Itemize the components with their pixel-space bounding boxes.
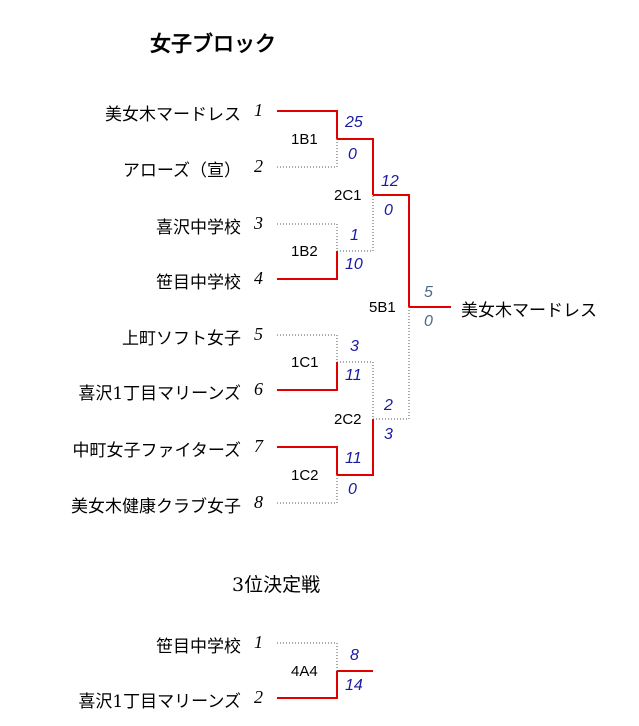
team-name-8: 美女木健康クラブ女子 <box>71 497 241 517</box>
team-seed-5: 5 <box>254 324 263 344</box>
line-1b1-out <box>337 138 374 195</box>
score-1b1-bottom: 0 <box>348 146 357 163</box>
line-team6 <box>277 362 338 391</box>
third-place-title: 3位決定戦 <box>232 574 321 596</box>
score-1c2-bottom: 0 <box>348 481 357 498</box>
score-4a4-top: 8 <box>350 647 359 664</box>
third-team-seed-1: 1 <box>254 632 263 652</box>
line-team4 <box>277 251 338 280</box>
line-third-team1 <box>277 642 338 671</box>
score-1c1-top: 3 <box>350 338 359 355</box>
team-seed-6: 6 <box>254 379 263 399</box>
score-2c2-bottom: 3 <box>384 426 393 443</box>
line-team5 <box>277 334 338 362</box>
team-seed-8: 8 <box>254 492 263 512</box>
team-name-5: 上町ソフト女子 <box>122 329 241 349</box>
score-2c1-top: 12 <box>381 173 399 190</box>
line-1c2-out <box>337 419 374 476</box>
score-4a4-bottom: 14 <box>345 677 363 694</box>
line-2c1-out <box>373 194 410 307</box>
team-name-3: 喜沢中学校 <box>156 218 241 238</box>
score-5b1-top: 5 <box>424 284 433 301</box>
line-2c2-out <box>373 307 410 420</box>
match-id-1c1: 1C1 <box>290 354 320 371</box>
third-team-seed-2: 2 <box>254 687 263 707</box>
team-name-7: 中町女子ファイターズ <box>72 441 241 461</box>
third-team-name-2: 喜沢1丁目マリーンズ <box>78 692 241 712</box>
score-5b1-bottom: 0 <box>424 313 433 330</box>
score-1b2-top: 1 <box>350 227 359 244</box>
team-name-1: 美女木マードレス <box>105 105 241 125</box>
score-2c2-top: 2 <box>384 397 393 414</box>
team-seed-4: 4 <box>254 268 263 288</box>
match-id-1b2: 1B2 <box>290 243 319 260</box>
line-1b2-out <box>337 195 374 252</box>
match-id-1c2: 1C2 <box>290 467 320 484</box>
line-team7 <box>277 446 338 475</box>
score-1c2-top: 11 <box>345 450 362 467</box>
block-title: 女子ブロック <box>150 31 276 56</box>
match-id-1b1: 1B1 <box>290 131 319 148</box>
team-seed-2: 2 <box>254 156 263 176</box>
third-team-name-1: 笹目中学校 <box>156 637 241 657</box>
score-2c1-bottom: 0 <box>384 202 393 219</box>
team-seed-1: 1 <box>254 100 263 120</box>
score-1b1-top: 25 <box>345 114 363 131</box>
team-seed-3: 3 <box>254 213 263 233</box>
team-name-6: 喜沢1丁目マリーンズ <box>78 384 241 404</box>
line-team2 <box>277 139 338 168</box>
match-id-5b1: 5B1 <box>368 299 397 316</box>
line-team8 <box>277 475 338 504</box>
line-team1 <box>277 110 338 139</box>
team-name-2: アローズ（宣） <box>122 161 241 181</box>
team-name-4: 笹目中学校 <box>156 273 241 293</box>
score-1c1-bottom: 11 <box>345 367 362 384</box>
match-id-4a4: 4A4 <box>290 663 319 680</box>
match-id-2c2: 2C2 <box>333 411 363 428</box>
line-team3 <box>277 223 338 251</box>
champion-name: 美女木マードレス <box>461 301 597 321</box>
line-third-team2 <box>277 671 338 699</box>
score-1b2-bottom: 10 <box>345 256 363 273</box>
match-id-2c1: 2C1 <box>333 187 363 204</box>
team-seed-7: 7 <box>254 436 263 456</box>
line-1c1-out <box>337 361 374 419</box>
